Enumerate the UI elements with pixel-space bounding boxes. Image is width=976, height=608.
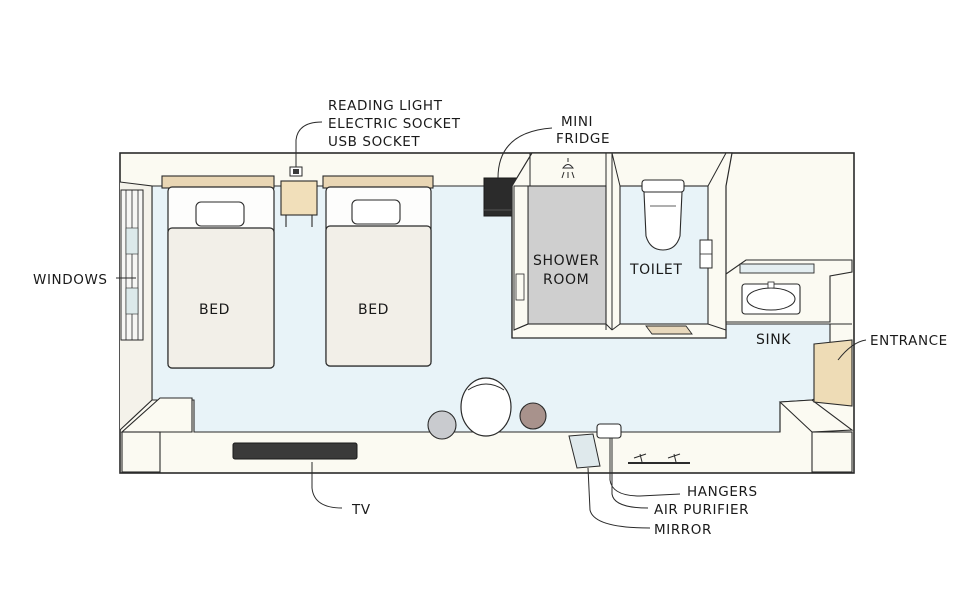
bed-right-label: BED: [358, 302, 389, 318]
shower-label: SHOWER: [533, 253, 599, 269]
tv-label: TV: [351, 502, 371, 518]
window-ledge: [120, 397, 193, 473]
window-wall: [119, 181, 153, 431]
room-label: ROOM: [543, 272, 589, 288]
toilet-label: TOILET: [629, 262, 683, 278]
mirror: [568, 433, 601, 469]
fridge-label: FRIDGE: [556, 131, 610, 147]
mini-fridge: [483, 177, 517, 217]
shower-head-icon: [561, 158, 575, 179]
shower-room: [513, 153, 613, 331]
toilet-paper-holder: [699, 239, 713, 269]
mini-label: MINI: [561, 114, 593, 130]
toilet: [641, 179, 685, 251]
hangers: [628, 453, 690, 464]
usb-socket-label: USB SOCKET: [328, 134, 420, 150]
leader-lines: [116, 121, 867, 529]
mirror-label: MIRROR: [654, 522, 712, 538]
bed-left: [161, 175, 275, 369]
electric-socket-label: ELECTRIC SOCKET: [328, 116, 461, 132]
reading-light-label: READING LIGHT: [328, 98, 443, 114]
chair-round: [460, 377, 512, 437]
sink-counter: [725, 259, 853, 323]
entrance-block: [778, 399, 854, 473]
sink-label: SINK: [756, 332, 791, 348]
stool-brown: [519, 402, 547, 430]
stool-gray: [427, 410, 457, 440]
bed-left-label: BED: [199, 302, 230, 318]
entrance-label: ENTRANCE: [870, 333, 948, 349]
socket-panel-icon: [289, 166, 303, 177]
air-purifier: [596, 423, 622, 439]
bed-right: [322, 175, 434, 367]
bath-mat: [645, 325, 693, 335]
windows-label: WINDOWS: [33, 272, 108, 288]
nightstand: [280, 180, 318, 227]
hangers-label: HANGERS: [687, 484, 758, 500]
entrance-door: [813, 323, 853, 407]
tv: [232, 442, 358, 460]
air-purifier-label: AIR PURIFIER: [654, 502, 749, 518]
